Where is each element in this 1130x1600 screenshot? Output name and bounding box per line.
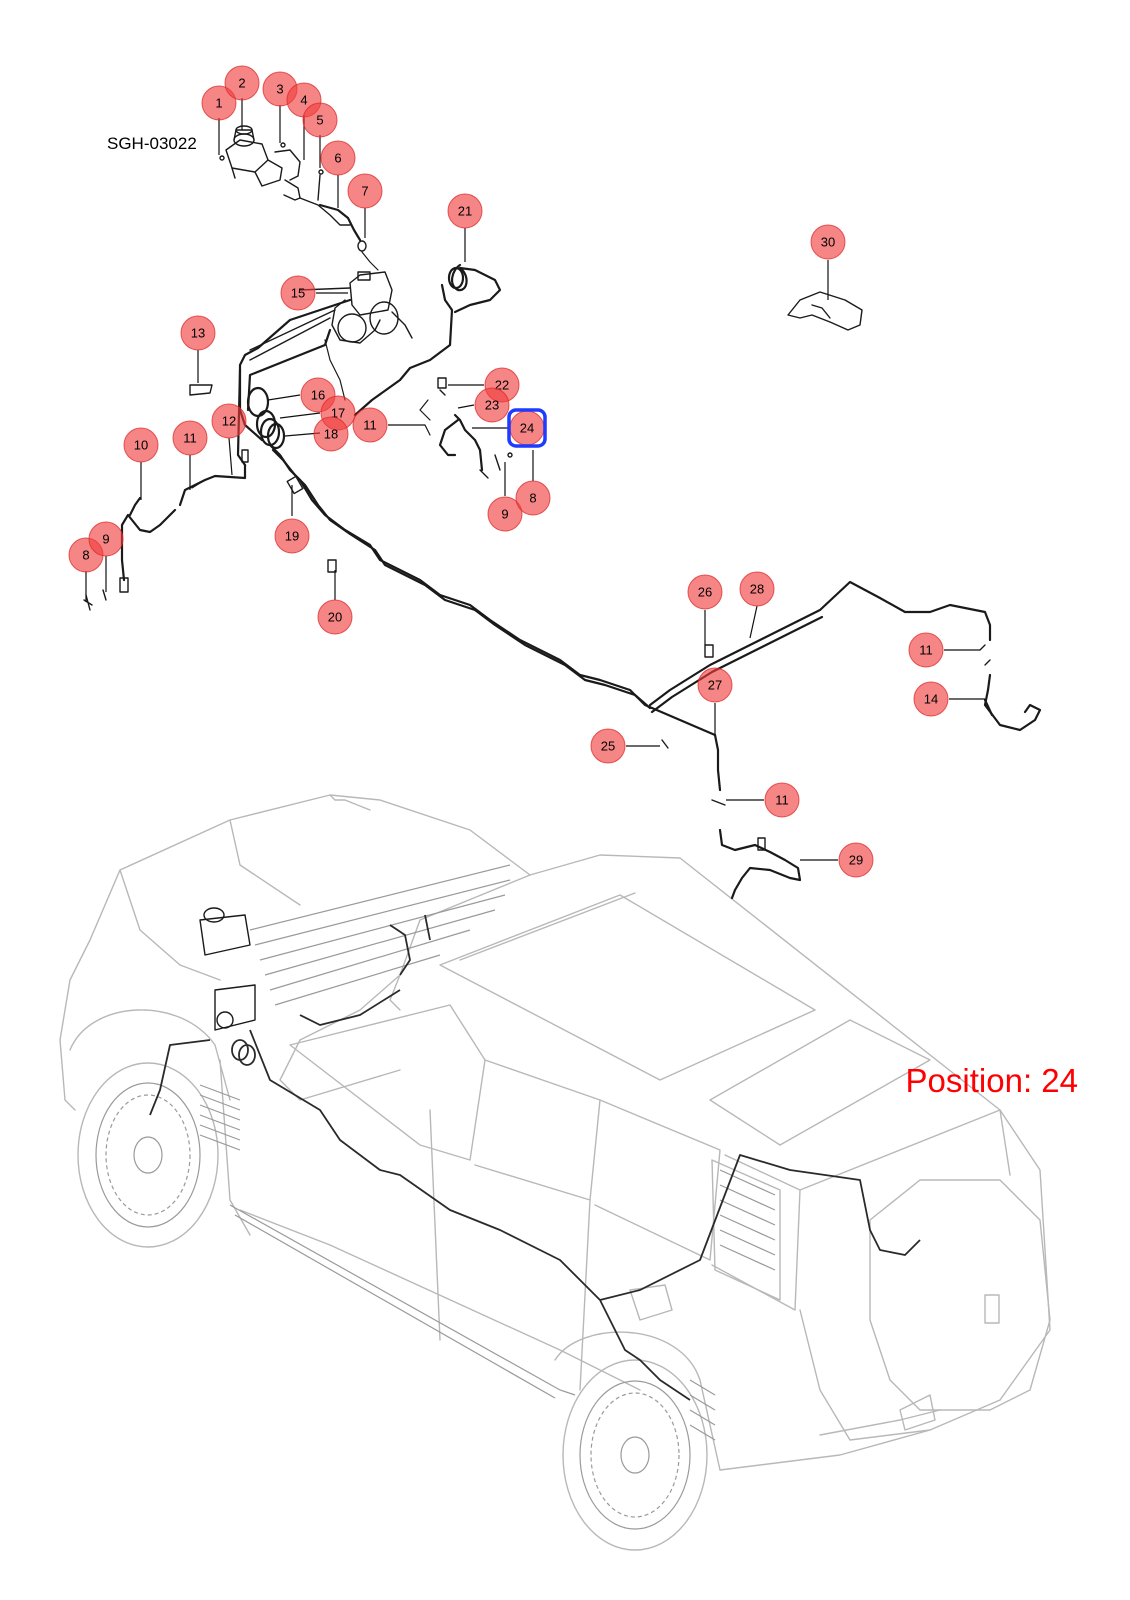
callout-5[interactable]: 5 bbox=[302, 102, 338, 138]
svg-text:18: 18 bbox=[324, 427, 338, 442]
svg-text:14: 14 bbox=[924, 692, 938, 707]
svg-text:26: 26 bbox=[698, 585, 712, 600]
callout-28[interactable]: 28 bbox=[739, 571, 775, 607]
svg-text:17: 17 bbox=[331, 406, 345, 421]
vehicle-outline bbox=[59, 794, 1051, 1551]
svg-text:6: 6 bbox=[334, 151, 341, 166]
callout-26[interactable]: 26 bbox=[687, 574, 723, 610]
callout-21[interactable]: 21 bbox=[447, 193, 483, 229]
callout-11[interactable]: 11 bbox=[352, 407, 388, 443]
svg-text:11: 11 bbox=[363, 418, 377, 433]
callouts: 1 2 3 4 5 6 7 21 30 15 13 16 17 18 11 22… bbox=[68, 65, 949, 878]
front-left-lines bbox=[189, 368, 717, 737]
rear-hose-cluster bbox=[419, 377, 513, 479]
svg-text:16: 16 bbox=[311, 388, 325, 403]
svg-text:8: 8 bbox=[82, 548, 89, 563]
top-line-21 bbox=[353, 263, 502, 417]
rear-lines bbox=[648, 580, 1042, 900]
callout-6[interactable]: 6 bbox=[320, 140, 356, 176]
svg-text:13: 13 bbox=[191, 326, 205, 341]
bracket-30 bbox=[787, 291, 863, 331]
svg-text:11: 11 bbox=[183, 431, 197, 446]
svg-text:11: 11 bbox=[775, 793, 789, 808]
svg-text:9: 9 bbox=[501, 507, 508, 522]
svg-text:15: 15 bbox=[291, 286, 305, 301]
svg-text:11: 11 bbox=[919, 643, 933, 658]
reference-code: SGH-03022 bbox=[107, 134, 197, 153]
callout-30[interactable]: 30 bbox=[810, 224, 846, 260]
selected-highlight bbox=[507, 408, 547, 448]
svg-text:9: 9 bbox=[102, 532, 109, 547]
svg-text:20: 20 bbox=[328, 610, 342, 625]
svg-text:19: 19 bbox=[285, 529, 299, 544]
callout-10[interactable]: 10 bbox=[123, 427, 159, 463]
callout-13[interactable]: 13 bbox=[180, 315, 216, 351]
svg-text:1: 1 bbox=[215, 96, 222, 111]
callout-14[interactable]: 14 bbox=[913, 681, 949, 717]
svg-text:4: 4 bbox=[300, 93, 307, 108]
position-label: Position: 24 bbox=[905, 1062, 1078, 1099]
svg-text:21: 21 bbox=[458, 204, 472, 219]
svg-text:24: 24 bbox=[520, 421, 534, 436]
svg-text:12: 12 bbox=[222, 414, 236, 429]
callout-11[interactable]: 11 bbox=[172, 420, 208, 456]
callout-15[interactable]: 15 bbox=[280, 275, 316, 311]
svg-text:28: 28 bbox=[750, 582, 764, 597]
svg-text:7: 7 bbox=[361, 184, 368, 199]
callout-20[interactable]: 20 bbox=[317, 599, 353, 635]
leader-lines bbox=[85, 98, 985, 861]
svg-text:25: 25 bbox=[601, 739, 615, 754]
abs-booster-unit bbox=[238, 271, 413, 442]
callout-2[interactable]: 2 bbox=[224, 65, 260, 101]
svg-text:30: 30 bbox=[821, 235, 835, 250]
callout-9[interactable]: 9 bbox=[487, 496, 523, 532]
callout-1[interactable]: 1 bbox=[201, 85, 237, 121]
callout-24[interactable]: 24 bbox=[507, 408, 547, 448]
svg-text:3: 3 bbox=[276, 82, 283, 97]
front-left-hose bbox=[83, 463, 247, 611]
callout-23[interactable]: 23 bbox=[474, 387, 510, 423]
callout-11[interactable]: 11 bbox=[908, 632, 944, 668]
callout-11[interactable]: 11 bbox=[764, 782, 800, 818]
callout-25[interactable]: 25 bbox=[590, 728, 626, 764]
svg-text:2: 2 bbox=[238, 76, 245, 91]
callout-12[interactable]: 12 bbox=[211, 403, 247, 439]
svg-text:29: 29 bbox=[849, 853, 863, 868]
svg-text:10: 10 bbox=[134, 438, 148, 453]
callout-8[interactable]: 8 bbox=[515, 480, 551, 516]
vehicle-brake-lines bbox=[149, 907, 921, 1401]
svg-text:23: 23 bbox=[485, 398, 499, 413]
svg-text:5: 5 bbox=[316, 113, 323, 128]
callout-27[interactable]: 27 bbox=[697, 667, 733, 703]
callout-19[interactable]: 19 bbox=[274, 518, 310, 554]
svg-text:8: 8 bbox=[529, 491, 536, 506]
callout-9[interactable]: 9 bbox=[88, 521, 124, 557]
reservoir-assembly bbox=[219, 125, 379, 271]
callout-7[interactable]: 7 bbox=[347, 173, 383, 209]
svg-text:27: 27 bbox=[708, 678, 722, 693]
callout-18[interactable]: 18 bbox=[313, 416, 349, 452]
callout-29[interactable]: 29 bbox=[838, 842, 874, 878]
